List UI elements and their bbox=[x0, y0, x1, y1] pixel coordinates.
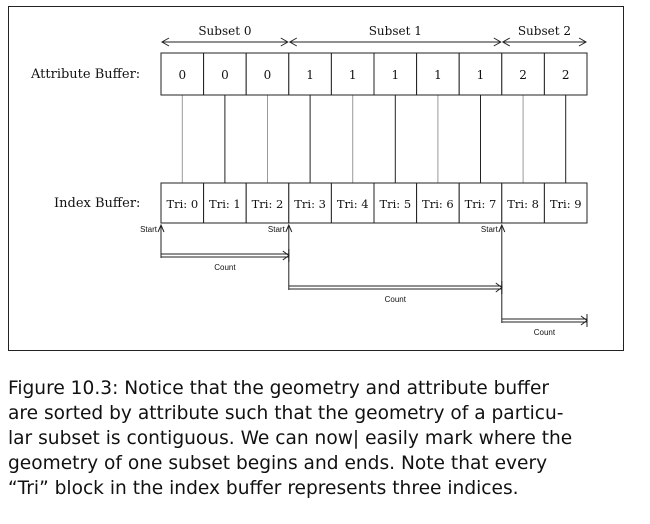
count-label: Count bbox=[214, 263, 236, 272]
index-tri-label: Tri: 9 bbox=[550, 197, 582, 211]
index-tri-label: Tri: 1 bbox=[209, 197, 241, 211]
count-arrowhead bbox=[495, 282, 503, 293]
attribute-cell bbox=[373, 52, 418, 96]
caption-line: Figure 10.3: Notice that the geometry an… bbox=[8, 378, 550, 399]
index-cell bbox=[330, 182, 375, 224]
caption-line: are sorted by attribute such that the ge… bbox=[8, 403, 564, 424]
caption-line: “Tri” block in the index buffer represen… bbox=[8, 478, 519, 499]
subset-arrowhead-left bbox=[501, 37, 511, 47]
start-arrowhead bbox=[285, 223, 293, 233]
count-label: Count bbox=[534, 328, 556, 337]
subset-arrowhead-right bbox=[280, 37, 289, 47]
buffer-diagram: Subset 0 Subset 1 Subset 2 Attribute Buffe… bbox=[30, 24, 588, 337]
attribute-value: 2 bbox=[519, 68, 527, 82]
attribute-value: 0 bbox=[178, 68, 186, 82]
subset-arrowhead-right bbox=[578, 37, 588, 47]
attribute-cell bbox=[458, 52, 503, 96]
start-label: Start bbox=[140, 225, 158, 234]
subset-arrowhead-left bbox=[288, 37, 298, 47]
index-buffer: Tri: 0 Tri: 1 Tri: 2 Tri: 3 Tri: 4 Tri: 5 Tri:… bbox=[160, 182, 588, 224]
connector-lines bbox=[181, 95, 567, 183]
attribute-cell bbox=[330, 52, 375, 96]
caption-line: lar subset is contiguous. We can now| ea… bbox=[8, 428, 573, 449]
attribute-buffer-label: Attribute Buffer: bbox=[30, 67, 140, 82]
index-tri-label: Tri: 5 bbox=[379, 197, 411, 211]
start-label: Start bbox=[268, 225, 286, 234]
attribute-cell bbox=[245, 52, 290, 96]
index-tri-label: Tri: 8 bbox=[507, 197, 539, 211]
start-label: Start bbox=[481, 225, 499, 234]
index-tri-label: Tri: 4 bbox=[337, 197, 369, 211]
index-cell bbox=[160, 182, 205, 224]
attribute-cell bbox=[416, 52, 460, 96]
attribute-cell bbox=[288, 52, 332, 96]
attribute-cell bbox=[543, 52, 588, 96]
attribute-cell bbox=[203, 52, 247, 96]
figure-frame: Subset 0 Subset 1 Subset 2 Attribute Buffe… bbox=[8, 6, 624, 351]
subset-label: Subset 2 bbox=[518, 24, 571, 38]
index-tri-label: Tri: 3 bbox=[294, 197, 326, 211]
attribute-value: 1 bbox=[349, 68, 357, 82]
count-arrowhead bbox=[580, 315, 588, 326]
count-arrowhead bbox=[282, 250, 290, 261]
attribute-value: 2 bbox=[562, 68, 570, 82]
index-buffer-label: Index Buffer: bbox=[54, 196, 140, 211]
index-cell bbox=[543, 182, 588, 224]
subset-label: Subset 0 bbox=[198, 24, 251, 38]
index-tri-label: Tri: 6 bbox=[422, 197, 454, 211]
start-arrowhead bbox=[157, 223, 165, 233]
attribute-cell bbox=[501, 52, 545, 96]
subset-arrowhead-right bbox=[493, 37, 502, 47]
attribute-cell bbox=[160, 52, 205, 96]
index-tri-label: Tri: 7 bbox=[465, 197, 497, 211]
subset-label: Subset 1 bbox=[369, 24, 422, 38]
figure-caption: Figure 10.3: Notice that the geometry an… bbox=[8, 376, 636, 501]
index-tri-label: Tri: 2 bbox=[252, 197, 284, 211]
attribute-value: 0 bbox=[264, 68, 272, 82]
caption-line: geometry of one subset begins and ends. … bbox=[8, 453, 548, 474]
count-label: Count bbox=[385, 295, 407, 304]
attribute-value: 1 bbox=[391, 68, 399, 82]
attribute-value: 0 bbox=[221, 68, 229, 82]
subset-arrowhead-left bbox=[160, 37, 170, 47]
attribute-value: 1 bbox=[306, 68, 314, 82]
attribute-buffer: 0 0 0 1 1 1 1 1 2 2 bbox=[160, 52, 588, 96]
index-tri-label: Tri: 0 bbox=[166, 197, 198, 211]
index-cell bbox=[288, 182, 332, 224]
subset-brackets: Subset 0 Subset 1 Subset 2 bbox=[160, 24, 588, 47]
attribute-value: 1 bbox=[477, 68, 485, 82]
start-arrowhead bbox=[498, 223, 506, 233]
attribute-value: 1 bbox=[434, 68, 442, 82]
